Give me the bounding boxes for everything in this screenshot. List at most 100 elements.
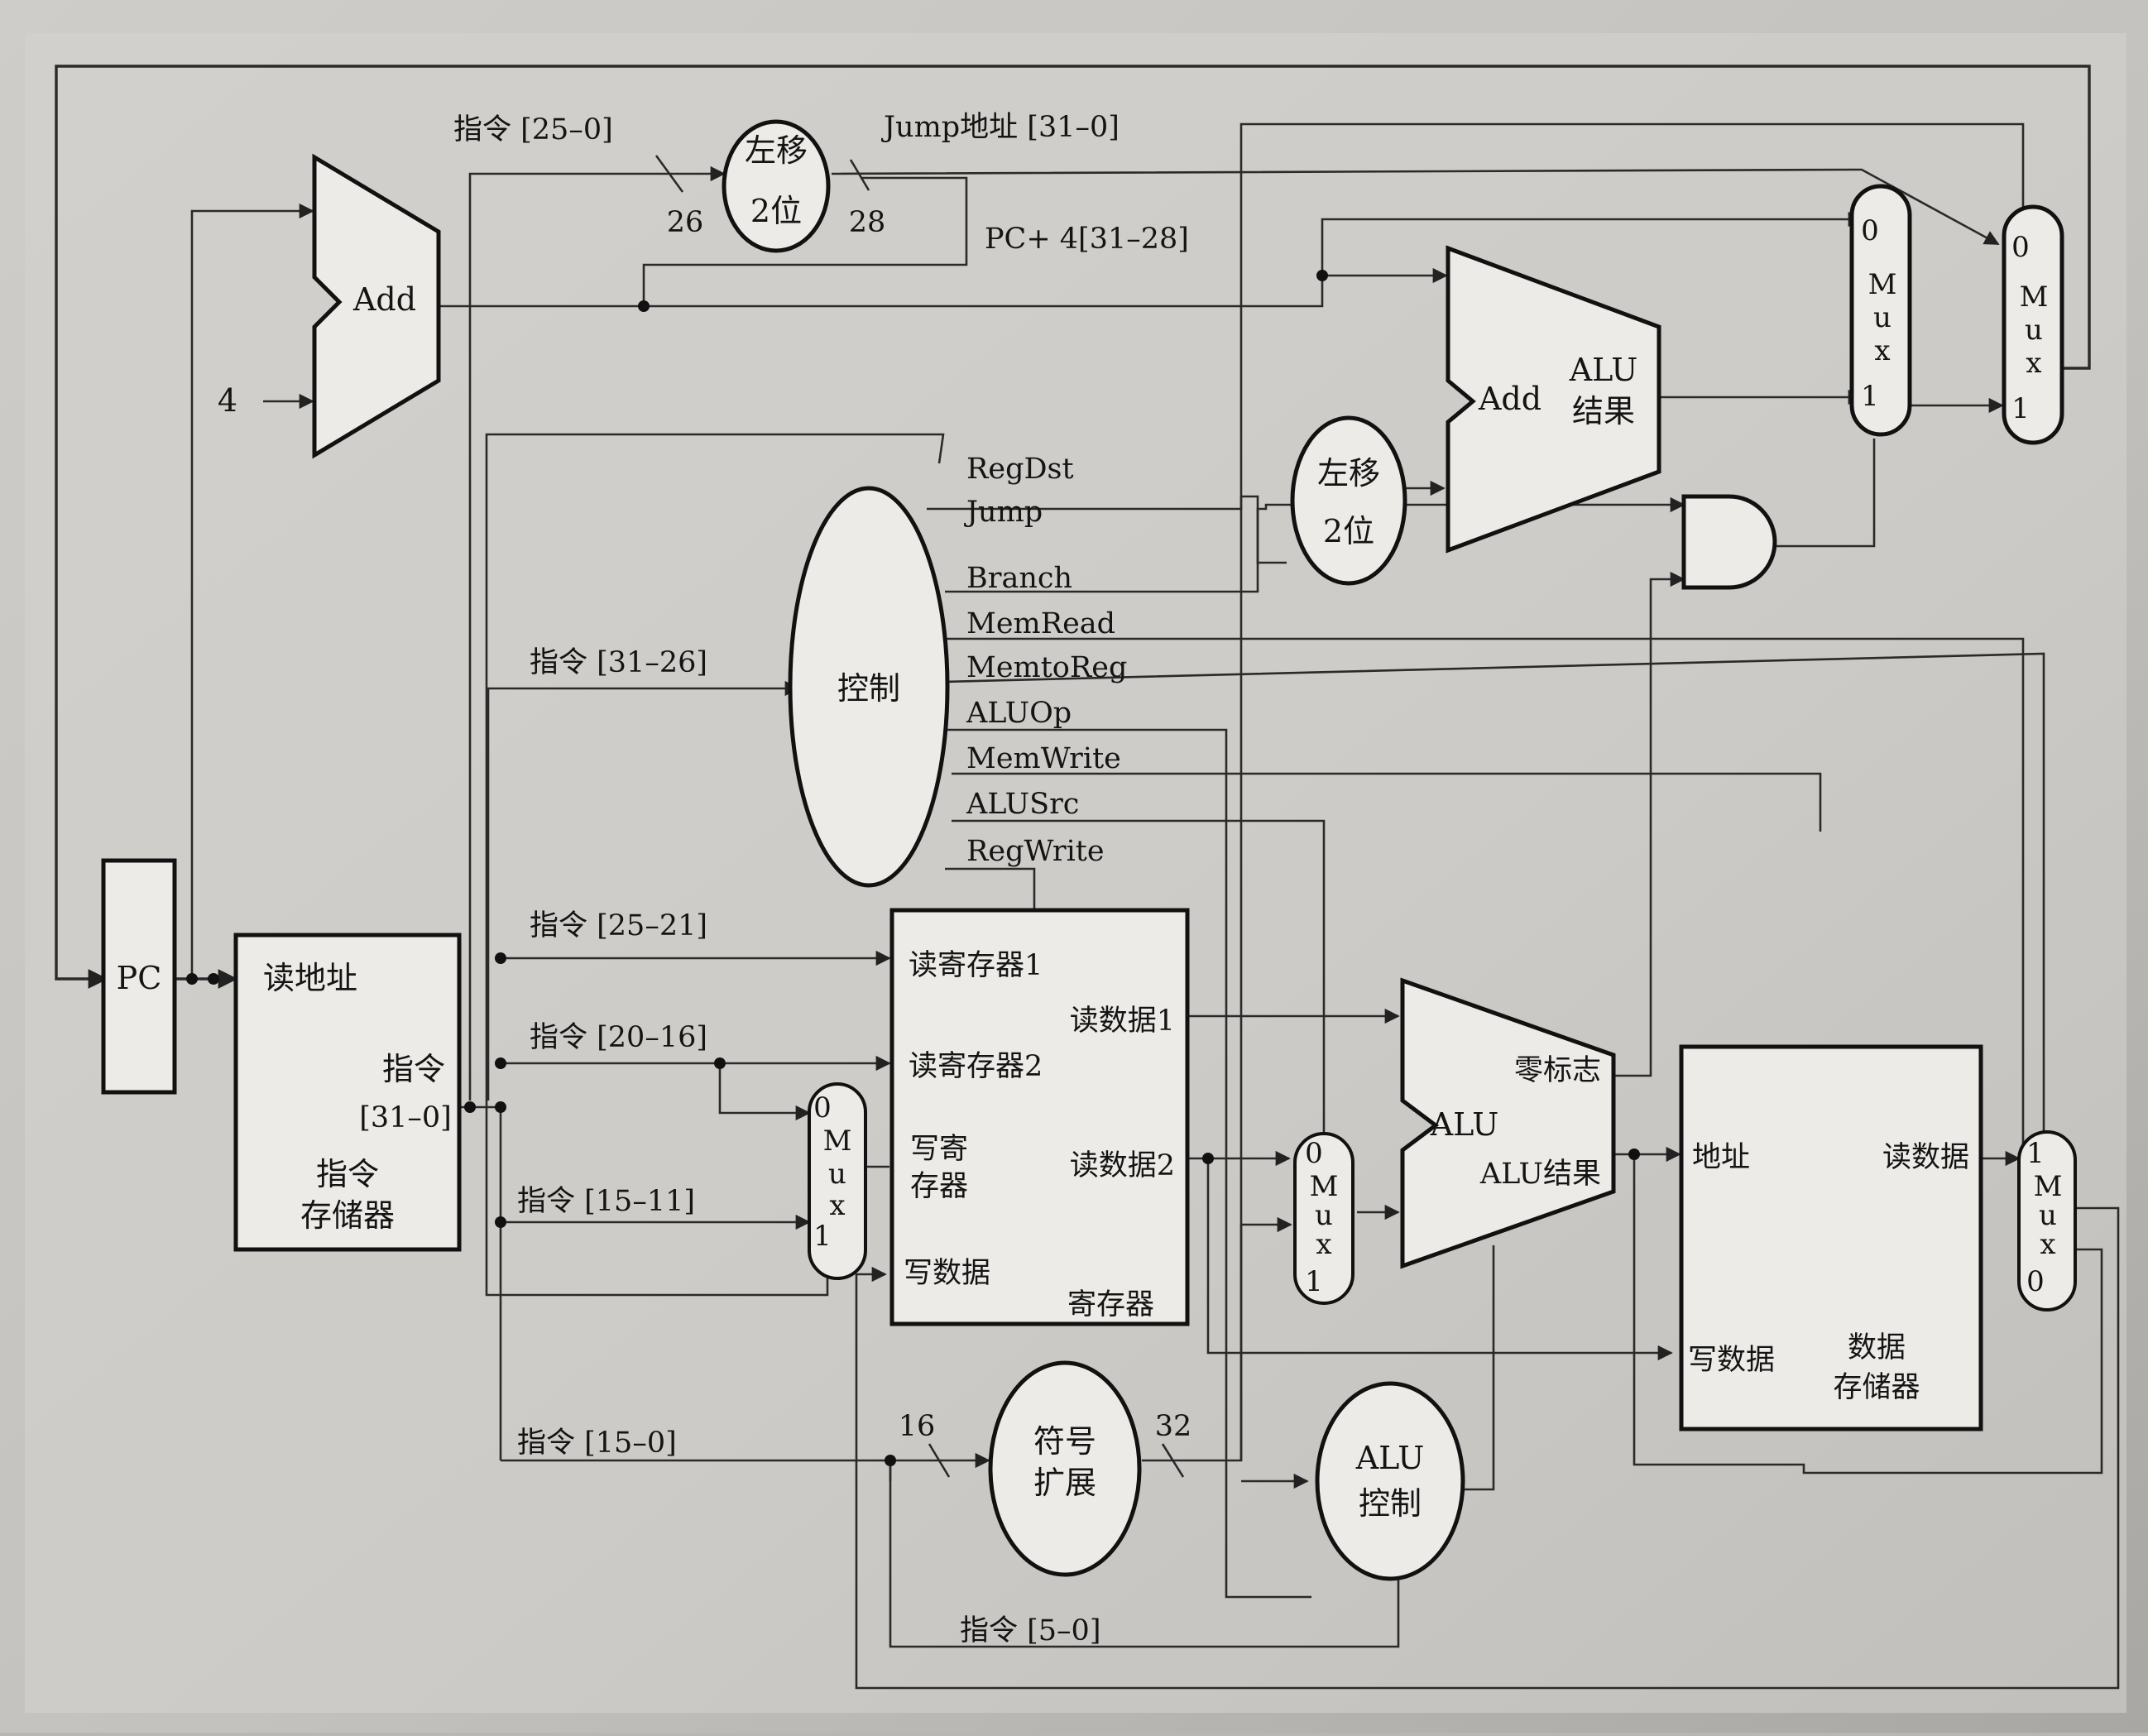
label-instr-20-16: 指令 [20–16] <box>530 1021 707 1054</box>
wire-regwrite <box>945 867 1036 910</box>
wire-alu-result-bypass <box>1633 1154 2103 1475</box>
add-top-label: Add <box>352 281 416 318</box>
label-instr-15-0: 指令 [15–0] <box>517 1427 677 1460</box>
bits-16-label: 16 <box>899 1410 936 1443</box>
branch-mux-m: M <box>1868 268 1897 301</box>
branch-result-label: 结果 <box>1572 393 1635 429</box>
jump-mux-0: 0 <box>2011 231 2030 264</box>
control-label: 控制 <box>837 670 900 707</box>
pc-label: PC <box>117 960 162 996</box>
imem-read-addr: 读地址 <box>263 960 357 996</box>
wire-instr-5-0 <box>889 1460 1400 1648</box>
label-instr-15-11: 指令 [15–11] <box>517 1185 695 1218</box>
wire-labels: 指令 [25–0] Jump地址 [31–0] PC+ 4[31–28] 指令 … <box>453 111 1189 1647</box>
shift-left-jump: 左移 2位 26 28 <box>667 119 886 253</box>
label-instr-25-0: 指令 [25–0] <box>453 113 613 146</box>
alumux-0: 0 <box>1305 1137 1323 1170</box>
pc-register: PC <box>101 858 177 1095</box>
sign-extend: 符号 扩展 16 32 <box>899 1360 1192 1577</box>
wbmux-u: u <box>2039 1199 2057 1232</box>
wire-memread <box>945 637 2025 1150</box>
reg-write-l1: 写寄 <box>910 1133 968 1166</box>
regmux-1: 1 <box>813 1220 832 1253</box>
signal-memread: MemRead <box>966 607 1115 640</box>
data-memory: 地址 读数据 写数据 数据 存储器 <box>1679 1044 1983 1431</box>
wire-sign-to-shift <box>1239 495 1287 1460</box>
signal-memwrite: MemWrite <box>966 742 1121 775</box>
wbmux-1: 1 <box>2026 1137 2045 1170</box>
wire-read-data2-to-dmem <box>1206 1158 1673 1361</box>
wire-instr-25-0 <box>468 165 726 1101</box>
bits-32-label: 32 <box>1155 1410 1192 1443</box>
alusrc-mux: 0 M u x 1 <box>1293 1132 1354 1305</box>
instruction-memory: 读地址 指令 [31–0] 指令 存储器 <box>233 933 462 1252</box>
imem-name-l1: 指令 <box>316 1156 379 1192</box>
main-alu: ALU 零标志 ALU结果 <box>1400 977 1616 1269</box>
signal-alusrc: ALUSrc <box>966 788 1079 821</box>
jump-mux: 0 M u x 1 <box>2002 204 2064 445</box>
aluctl-l1: ALU <box>1355 1440 1425 1476</box>
wire-pc-feedback <box>55 65 2091 989</box>
reg-data1: 读数据1 <box>1070 1005 1175 1038</box>
junctions <box>186 270 1640 1466</box>
wire-instr-31-26 <box>487 680 800 1101</box>
and-gate <box>1681 494 1777 590</box>
reg-write-data: 写数据 <box>904 1257 990 1290</box>
bits-28-label: 28 <box>849 206 886 239</box>
dmem-read: 读数据 <box>1882 1141 1969 1174</box>
alumux-x: x <box>1316 1228 1331 1261</box>
label-pc4-31-28: PC+ 4[31–28] <box>985 223 1189 256</box>
branch-add-label: Add <box>1478 381 1541 417</box>
regmux-0: 0 <box>813 1091 832 1125</box>
label-instr-31-26: 指令 [31–26] <box>530 646 707 679</box>
shift-top-line1: 左移 <box>745 132 808 169</box>
bits-26-label: 26 <box>667 206 704 239</box>
regmux-x: x <box>829 1189 845 1222</box>
branch-alu-label: ALU <box>1569 352 1638 388</box>
branch-mux-1: 1 <box>1861 380 1879 413</box>
wire-instr-20-16-mux <box>718 1063 811 1121</box>
jump-mux-u: u <box>2025 314 2043 347</box>
sign-l2: 扩展 <box>1033 1465 1096 1501</box>
imem-instr-l1: 指令 <box>382 1051 445 1087</box>
signal-regwrite: RegWrite <box>966 835 1105 868</box>
wire-jump-addr <box>831 168 2000 246</box>
dmem-name-l2: 存储器 <box>1833 1371 1920 1404</box>
alu-result: ALU结果 <box>1479 1158 1601 1191</box>
reg-write-l2: 存器 <box>910 1170 968 1203</box>
control-signal-labels: RegDst Jump Branch MemRead MemtoReg ALUO… <box>964 453 1127 868</box>
jump-mux-1: 1 <box>2011 392 2030 425</box>
wbmux-x: x <box>2040 1228 2055 1261</box>
dmem-name-l1: 数据 <box>1848 1331 1906 1364</box>
wire-pc-to-add <box>190 203 314 979</box>
writeback-mux: 1 M u x 0 <box>2017 1130 2077 1312</box>
label-instr-5-0: 指令 [5–0] <box>960 1614 1100 1647</box>
register-mux: 0 M u x 1 <box>808 1082 867 1280</box>
wire-and-to-mux <box>1771 439 1876 548</box>
wire-alusrc <box>952 819 1326 1142</box>
alu-zero: 零标志 <box>1514 1054 1601 1087</box>
jump-mux-m: M <box>2020 281 2049 314</box>
wire-regdst <box>485 433 945 1297</box>
imem-instr-l2: [31–0] <box>359 1101 452 1134</box>
signal-regdst: RegDst <box>966 453 1074 486</box>
wires <box>55 65 2120 1690</box>
control-unit: 控制 <box>788 486 950 888</box>
wire-jump-signal <box>927 122 2025 511</box>
imem-name-l2: 存储器 <box>300 1197 395 1234</box>
jump-mux-x: x <box>2026 347 2041 380</box>
alumux-u: u <box>1315 1199 1333 1232</box>
reg-read1: 读寄存器1 <box>909 949 1043 982</box>
label-jump-addr: Jump地址 [31–0] <box>881 111 1120 144</box>
branch-mux: 0 M u x 1 <box>1849 184 1912 437</box>
wire-pc4-bits <box>642 176 968 306</box>
wire-aluop <box>943 728 1311 1599</box>
shift-left-branch: 左移 2位 <box>1290 415 1407 586</box>
dmem-write: 写数据 <box>1688 1344 1775 1377</box>
dmem-addr: 地址 <box>1692 1141 1750 1174</box>
alu-control: ALU 控制 <box>1315 1381 1465 1581</box>
label-instr-25-21: 指令 [25–21] <box>530 909 707 942</box>
signal-aluop: ALUOp <box>966 697 1072 730</box>
wire-aluctl-out <box>1465 1245 1495 1491</box>
